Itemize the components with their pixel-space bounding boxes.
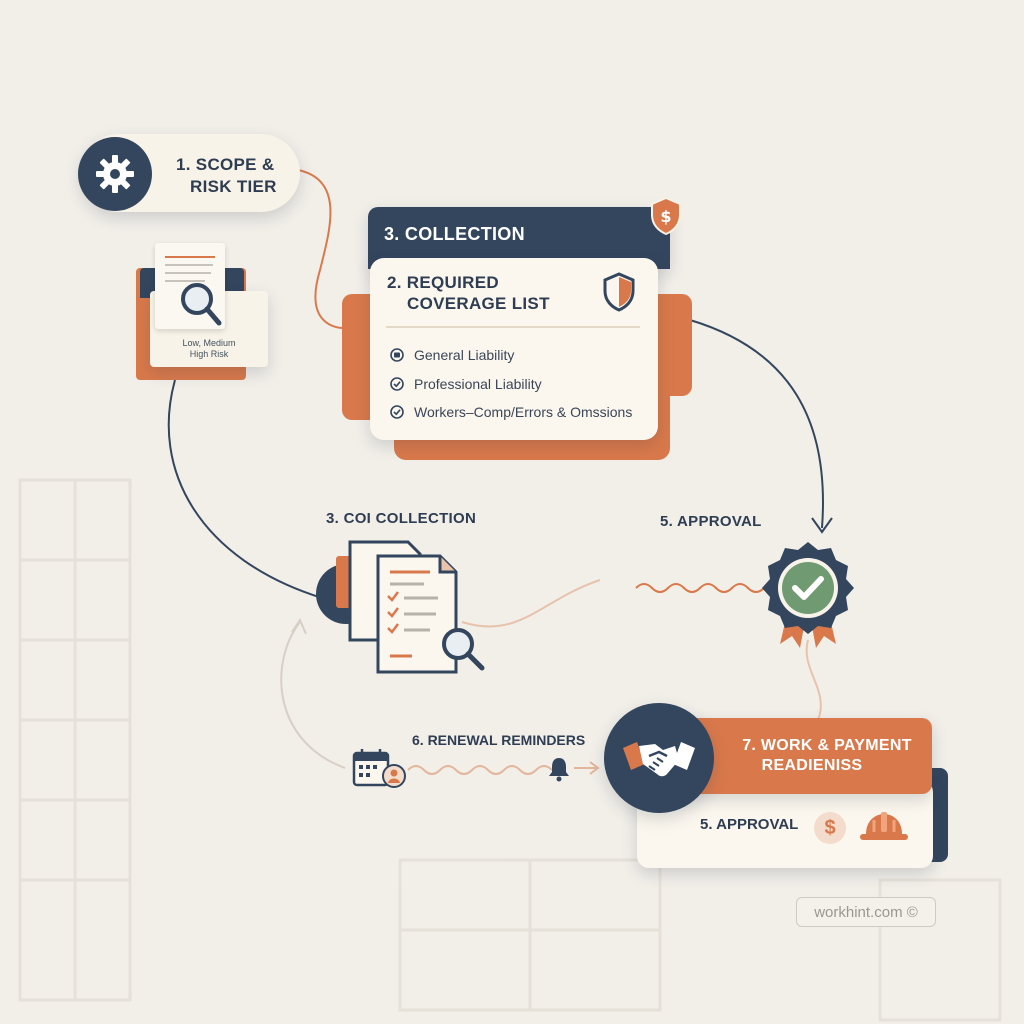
gear-icon	[78, 137, 152, 211]
risk-note-line1: Low, Medium	[182, 338, 236, 348]
scope-title-line2: RISK TIER	[190, 177, 277, 196]
connector-arrowhead-coi	[291, 617, 307, 635]
badge-check-icon	[760, 540, 856, 657]
connector-arrowhead-work	[589, 761, 600, 775]
risk-note-line2: High Risk	[189, 349, 229, 359]
required-coverage-divider	[386, 326, 640, 328]
renewal-reminders-title: 6. RENEWAL REMINDERS	[412, 732, 586, 748]
handshake-icon	[604, 703, 714, 813]
shield-dollar-icon: $	[649, 196, 683, 241]
connector-scope-to-coverage	[297, 169, 353, 330]
coverage-item: General Liability	[390, 347, 514, 363]
dollar-icon: $	[814, 812, 846, 844]
connector-wave-renewal	[407, 765, 553, 775]
connector-coverage-to-approval	[689, 319, 824, 529]
connector-approval-to-work	[805, 639, 822, 721]
shield-icon	[602, 272, 636, 317]
check-circle-icon	[390, 377, 404, 391]
coi-collection-title: 3. COI COLLECTION	[326, 510, 477, 527]
bell-icon	[548, 756, 570, 787]
connector-coi-to-approval	[461, 579, 601, 628]
coverage-item-label: Professional Liability	[414, 376, 542, 392]
approval-title: 5. APPROVAL	[660, 513, 762, 530]
coverage-item-label: Workers–Comp/Errors & Omssions	[414, 404, 633, 420]
coverage-item: Professional Liability	[390, 376, 542, 392]
document-search-icon	[155, 243, 225, 329]
connector-wave-approval	[635, 583, 765, 593]
hard-hat-icon	[858, 810, 910, 849]
check-circle-icon	[390, 405, 404, 419]
connector-arrowhead-approval	[811, 517, 833, 534]
coverage-item-label: General Liability	[414, 347, 515, 363]
checklist-search-icon	[312, 538, 492, 683]
coverage-item: Workers–Comp/Errors & Omssions	[390, 404, 632, 420]
connector-renewal-to-coi	[280, 621, 346, 769]
connector-risk-to-coi	[167, 379, 323, 599]
scope-step-title: 1. SCOPE & RISK TIER	[176, 154, 277, 198]
risk-tier-note: Low, Medium High Risk	[150, 338, 268, 360]
work-approval-label: 5. APPROVAL	[700, 816, 799, 833]
calendar-icon	[352, 748, 408, 795]
required-title-line2: COVERAGE LIST	[407, 294, 550, 313]
svg-text:$: $	[660, 207, 671, 226]
work-title-line2: READIENISS	[761, 757, 863, 774]
work-title-line1: 7. WORK & PAYMENT	[742, 737, 912, 754]
work-card-header	[672, 718, 932, 794]
collection-title: 3. COLLECTION	[384, 224, 525, 244]
scope-title-line1: 1. SCOPE &	[176, 155, 275, 174]
required-title-line1: 2. REQUIRED	[387, 273, 499, 292]
watermark: workhint.com ©	[796, 897, 936, 927]
required-coverage-title: 2. REQUIRED COVERAGE LIST	[387, 272, 550, 314]
work-payment-title: 7. WORK & PAYMENT READIENISS	[732, 736, 922, 776]
checkbox-icon	[390, 348, 404, 362]
